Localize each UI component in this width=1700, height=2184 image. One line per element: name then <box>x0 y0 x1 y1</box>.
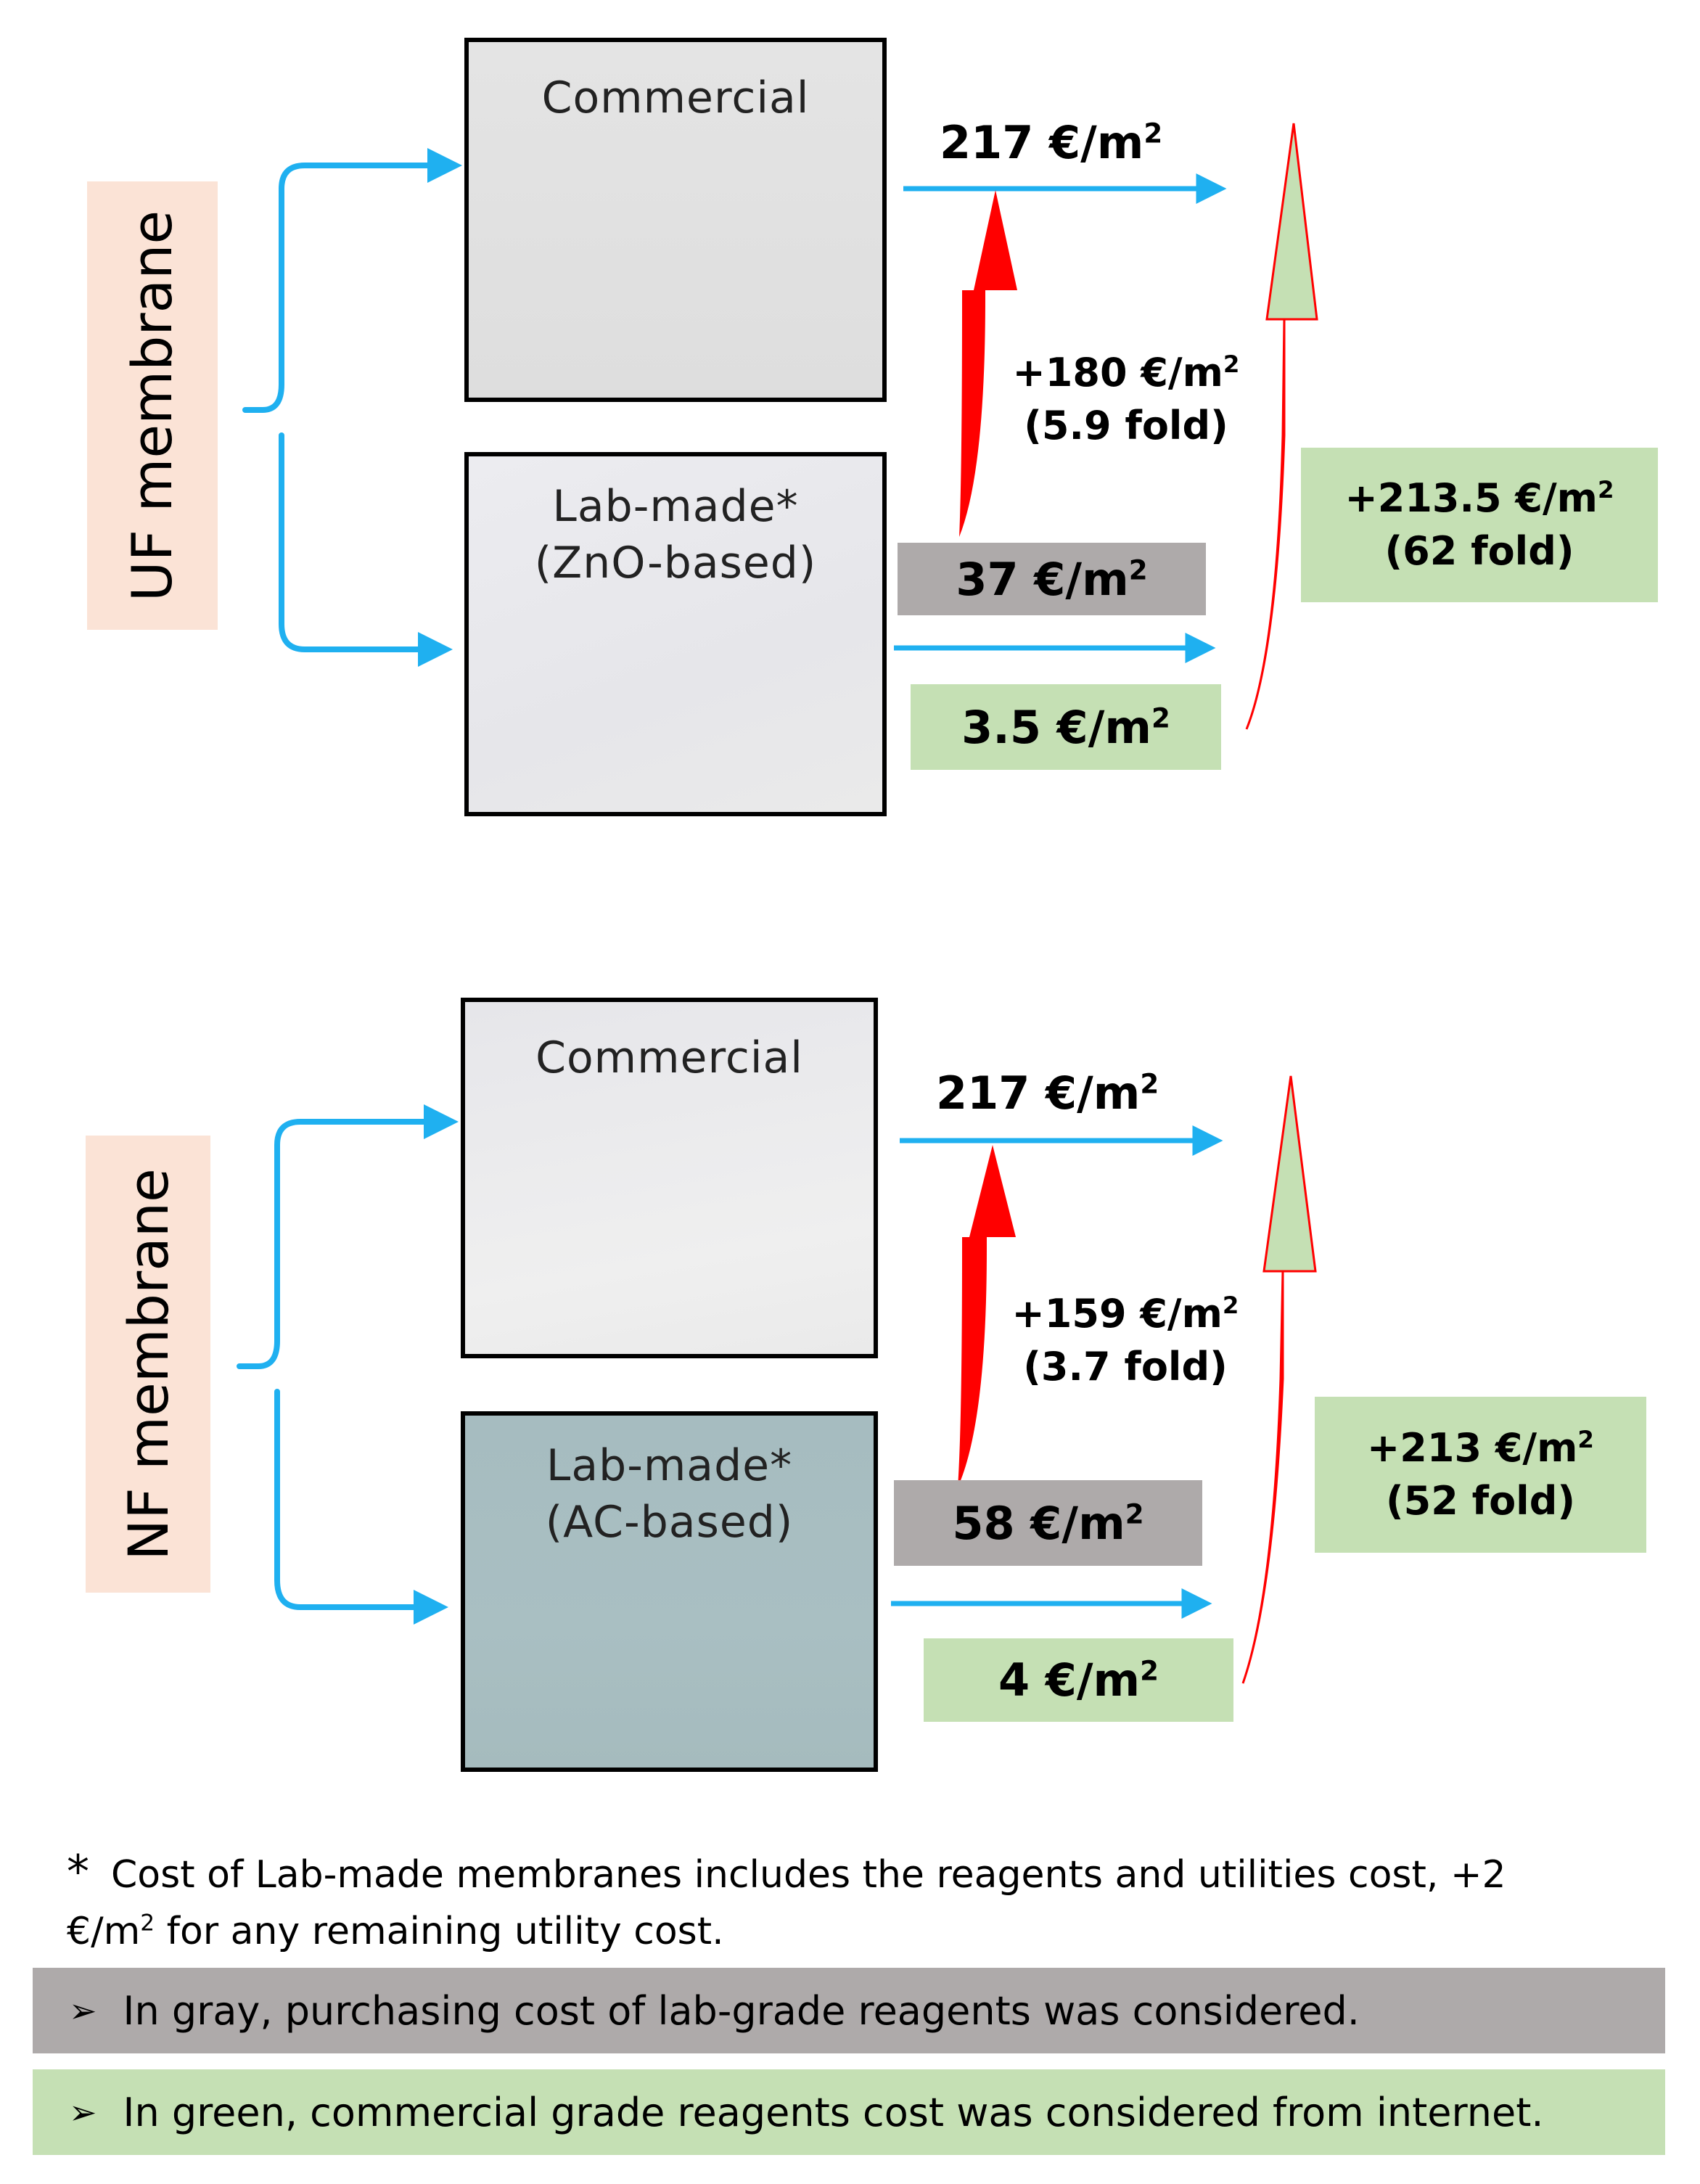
uf-labmade-subtitle: (ZnO-based) <box>534 538 817 588</box>
nf-red-delta: +159 €/m2 (3.7 fold) <box>1011 1291 1239 1389</box>
nf-section-label-box: NF membrane <box>86 1136 210 1593</box>
nf-commercial-membrane: Commercial <box>461 998 878 1358</box>
nf-bracket <box>237 1119 406 1610</box>
uf-labmade-membrane: Lab-made* (ZnO-based) <box>464 452 887 816</box>
legend-green: ➢ In green, commercial grade reagents co… <box>33 2069 1665 2155</box>
nf-commercial-price: 217 €/m2 <box>936 1067 1159 1120</box>
footnote-line1: Cost of Lab-made membranes includes the … <box>111 1853 1506 1897</box>
nf-red-arrow <box>958 1145 1016 1487</box>
arrow-bullet-icon: ➢ <box>69 1991 97 2030</box>
nf-gray-price-box: 58 €/m2 <box>894 1480 1202 1566</box>
footnote-star: * <box>67 1845 89 1898</box>
uf-green-arrow <box>1245 123 1318 730</box>
nf-green-delta-box: +213 €/m2 (52 fold) <box>1315 1397 1646 1553</box>
arrow-bullet-icon: ➢ <box>69 2093 97 2132</box>
nf-section-label: NF membrane <box>115 1167 181 1561</box>
uf-section-label: UF membrane <box>120 210 185 602</box>
uf-labmade-title: Lab-made* <box>552 481 799 532</box>
uf-gray-price-box: 37 €/m2 <box>898 543 1206 615</box>
nf-labmade-subtitle: (AC-based) <box>545 1497 794 1548</box>
nf-green-arrow <box>1241 1075 1317 1684</box>
footnote: * Cost of Lab-made membranes includes the… <box>67 1845 1506 1953</box>
legend-gray: ➢ In gray, purchasing cost of lab-grade … <box>33 1968 1665 2053</box>
uf-green-delta-box: +213.5 €/m2 (62 fold) <box>1301 448 1658 602</box>
uf-commercial-title: Commercial <box>541 73 810 123</box>
uf-red-arrow <box>959 190 1017 537</box>
uf-red-delta: +180 €/m2 (5.9 fold) <box>1012 350 1240 448</box>
legend-green-text: In green, commercial grade reagents cost… <box>123 2089 1544 2135</box>
uf-green-price-box: 3.5 €/m2 <box>911 684 1221 770</box>
legend-gray-text: In gray, purchasing cost of lab-grade re… <box>123 1987 1360 2034</box>
uf-commercial-price: 217 €/m2 <box>940 116 1163 169</box>
uf-section-label-box: UF membrane <box>87 181 218 630</box>
nf-labmade-title: Lab-made* <box>546 1440 793 1491</box>
nf-commercial-title: Commercial <box>535 1033 803 1083</box>
nf-labmade-membrane: Lab-made* (AC-based) <box>461 1411 878 1772</box>
uf-commercial-membrane: Commercial <box>464 38 887 402</box>
uf-bracket <box>242 163 409 652</box>
nf-green-price-box: 4 €/m2 <box>924 1638 1233 1722</box>
